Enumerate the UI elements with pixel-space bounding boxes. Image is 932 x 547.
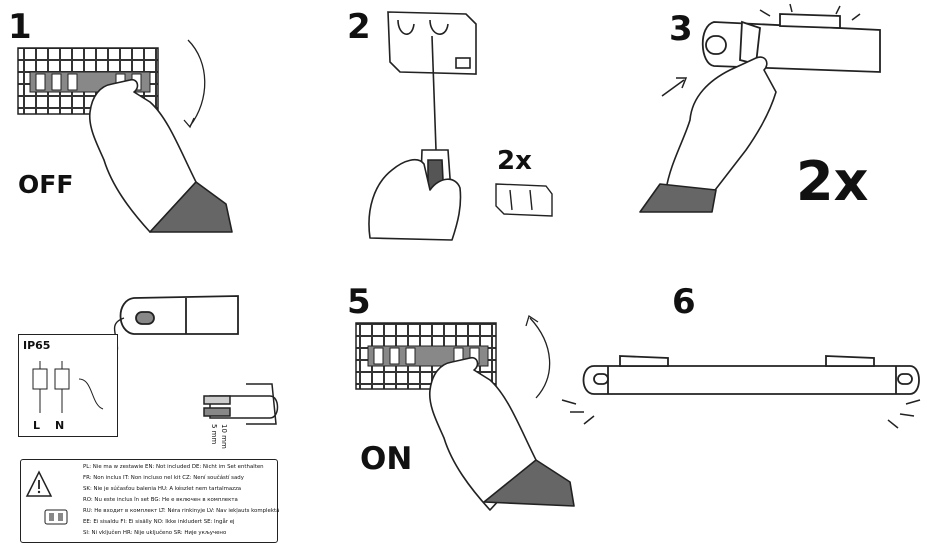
warning-triangle-icon: [25, 470, 68, 525]
terminal-n-label: N: [55, 419, 65, 432]
wire-strip-diagram: [203, 383, 279, 425]
arrowhead: [183, 117, 195, 129]
step-number-5: 5: [347, 282, 371, 322]
warning-line-6: EE: Ei sisaldu FI: Ei sisälly NO: Ikke i…: [83, 519, 235, 525]
strip-length-label: 10 mm: [220, 424, 228, 449]
not-included-warning: PL: Nie ma w zestawie EN: Not included D…: [20, 459, 280, 543]
multiplier-2x-small: 2x: [497, 146, 532, 176]
terminal-l-label: L: [33, 419, 41, 432]
warning-line-5: RU: Не входит в комплект LT: Nėra rinkin…: [83, 508, 280, 514]
wiring-diagram-box: IP65 L N: [18, 334, 118, 437]
off-label: OFF: [18, 170, 74, 199]
step-number-2: 2: [347, 7, 371, 47]
hand-step3: [639, 56, 777, 213]
on-label: ON: [360, 441, 413, 477]
terminal-block-icon: [32, 361, 104, 413]
step-number-6: 6: [672, 282, 696, 322]
warning-line-4: RO: Nu este inclus în set BG: Не е включ…: [83, 497, 238, 503]
lamp-clip-in: [701, 13, 881, 73]
warning-line-7: SI: Ni vključen HR: Nije uključeno SR: Н…: [83, 530, 227, 536]
push-up-arrow: [661, 79, 685, 97]
warning-line-1: PL: Nie ma w zestawie EN: Not included D…: [83, 464, 264, 470]
step-number-1: 1: [8, 7, 32, 47]
multiplier-2x-large: 2x: [796, 150, 869, 213]
rotate-down-arrow: [187, 39, 206, 127]
mounted-lamp: [582, 355, 920, 395]
hand-step5: [428, 356, 575, 511]
strip-length-alt-label: 5 mm: [210, 424, 218, 445]
warning-line-3: SK: Nie je súčasťou balenia HU: A készle…: [83, 486, 242, 492]
hand-step1: [88, 78, 233, 233]
step-number-3: 3: [669, 9, 693, 49]
ip65-label: IP65: [23, 339, 51, 352]
rotate-up-arrow: [529, 317, 551, 399]
lamp-end-wiring: [119, 295, 239, 335]
warning-line-2: FR: Non inclus IT: Non incluso nel kit C…: [83, 475, 244, 481]
bracket-small: [495, 183, 553, 217]
impact-lines: [759, 3, 861, 21]
light-rays: [561, 399, 921, 429]
hand-step2: [368, 158, 462, 241]
